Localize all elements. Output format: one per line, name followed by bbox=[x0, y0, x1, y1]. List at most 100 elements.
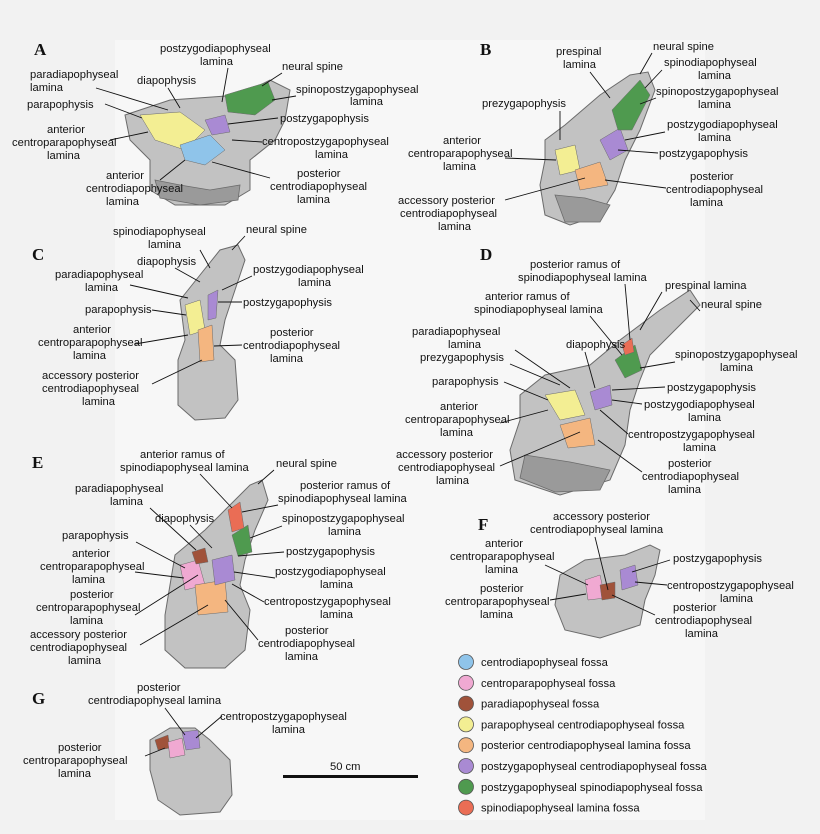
label-e-paradiapophyseal: paradiapophyseal bbox=[75, 483, 163, 495]
label-f-posterior-cprl: posterior bbox=[480, 583, 524, 595]
label-d-anterior-cprl-2: centroparapophyseal bbox=[405, 414, 510, 426]
label-c-anterior-cprl-3: lamina bbox=[73, 350, 107, 362]
label-e-anterior-cprl-3: lamina bbox=[72, 574, 106, 586]
legend-swatch bbox=[458, 799, 474, 816]
label-b-postzygapophysis: postzygapophysis bbox=[659, 148, 748, 160]
label-f-posterior-cprl-3: lamina bbox=[480, 609, 514, 621]
legend-label: spinodiapophyseal lamina fossa bbox=[481, 803, 640, 815]
label-e-posterior-cprl-3: lamina bbox=[70, 615, 104, 627]
label-c-posterior-cdl: posterior bbox=[270, 327, 314, 339]
fossa-c-purple bbox=[207, 289, 219, 321]
legend-label: centrodiapophyseal fossa bbox=[481, 657, 609, 669]
label-f-posterior-cdl-2: centrodiapophyseal bbox=[655, 615, 752, 627]
label-e-paradiapophyseal-2: lamina bbox=[110, 496, 144, 508]
vertebra-f bbox=[554, 544, 661, 639]
label-d-posterior-cdl-3: lamina bbox=[668, 484, 702, 496]
legend-label: parapophyseal centrodiapophyseal fossa bbox=[481, 719, 685, 731]
label-d-neural-spine: neural spine bbox=[701, 299, 762, 311]
panel-letter-e: E bbox=[32, 453, 43, 472]
label-b-posterior-cdl-3: lamina bbox=[690, 197, 724, 209]
legend-label: posterior centrodiapophyseal lamina foss… bbox=[481, 740, 691, 752]
label-a-anterior-cdl-3: lamina bbox=[106, 196, 140, 208]
legend-swatch bbox=[458, 695, 474, 712]
label-d-accessory-2: centrodiapophyseal bbox=[398, 462, 495, 474]
label-c-posterior-cdl-3: lamina bbox=[270, 353, 304, 365]
vertebra-c bbox=[177, 244, 246, 421]
panel-f: F accessory posterior centrodiapophyseal… bbox=[445, 511, 794, 640]
label-a-anterior-cprl: anterior bbox=[47, 124, 85, 136]
label-e-posterior-cdl-3: lamina bbox=[285, 651, 319, 663]
fossa-d-yellow bbox=[544, 389, 586, 421]
label-d-anterior-ramus-2: spinodiapophyseal lamina bbox=[474, 304, 604, 316]
label-a-centropostzygapophyseal: centropostzygapophyseal bbox=[262, 136, 389, 148]
label-a-spinopostzygapophyseal: spinopostzygapophyseal bbox=[296, 84, 419, 96]
label-c-anterior-cprl: anterior bbox=[73, 324, 111, 336]
label-e-posterior-ramus: posterior ramus of bbox=[300, 480, 391, 492]
label-c-accessory-2: centrodiapophyseal bbox=[42, 383, 139, 395]
label-b-prespinal-2: lamina bbox=[563, 59, 597, 71]
label-a-postzygodiapophyseal: postzygodiapophyseal bbox=[160, 43, 271, 55]
panel-letter-b: B bbox=[480, 40, 491, 59]
label-a-anterior-cprl-2: centroparapophyseal bbox=[12, 137, 117, 149]
label-e-anterior-cprl: anterior bbox=[72, 548, 110, 560]
label-a-posterior-cdl: posterior bbox=[297, 168, 341, 180]
label-b-spinopostzygapophyseal: spinopostzygapophyseal bbox=[656, 86, 779, 98]
label-e-accessory-2: centrodiapophyseal bbox=[30, 642, 127, 654]
label-f-postzygapophysis: postzygapophysis bbox=[673, 553, 762, 565]
legend-label: postzygapophyseal centrodiapophyseal fos… bbox=[481, 761, 708, 773]
label-b-posterior-cdl: posterior bbox=[690, 171, 734, 183]
label-d-paradiapophyseal-2: lamina bbox=[448, 339, 482, 351]
panel-letter-f: F bbox=[478, 515, 488, 534]
label-f-posterior-cdl: posterior bbox=[673, 602, 717, 614]
fossa-f-brown bbox=[599, 581, 616, 601]
fossa-c-orange bbox=[197, 324, 215, 363]
label-c-accessory: accessory posterior bbox=[42, 370, 139, 382]
label-e-spinopostzygapophyseal-2: lamina bbox=[328, 526, 362, 538]
label-c-postzygodiapophyseal: postzygodiapophyseal bbox=[253, 264, 364, 276]
label-a-anterior-cdl-2: centrodiapophyseal bbox=[86, 183, 183, 195]
panel-a: A postzygodiapophyseal lamina paradiapop… bbox=[12, 40, 419, 208]
label-d-parapophysis: parapophysis bbox=[432, 376, 499, 388]
label-e-postzygodiapophyseal-2: lamina bbox=[320, 579, 354, 591]
label-b-anterior-cprl: anterior bbox=[443, 135, 481, 147]
label-e-posterior-cprl-2: centroparapophyseal bbox=[36, 602, 141, 614]
label-b-spinodiapophyseal-2: lamina bbox=[698, 70, 732, 82]
label-d-spinopostzygapophyseal-2: lamina bbox=[720, 362, 754, 374]
label-e-postzygodiapophyseal: postzygodiapophyseal bbox=[275, 566, 386, 578]
panel-b: B prespinal lamina neural spine spinodia… bbox=[398, 40, 779, 233]
label-e-anterior-ramus-2: spinodiapophyseal lamina bbox=[120, 462, 250, 474]
fossa-g-purple bbox=[181, 729, 201, 751]
legend-label: postzygapophyseal spinodiapophyseal foss… bbox=[481, 782, 703, 794]
label-d-posterior-ramus-2: spinodiapophyseal lamina bbox=[518, 272, 648, 284]
label-e-posterior-cdl: posterior bbox=[285, 625, 329, 637]
label-c-spinodiapophyseal: spinodiapophyseal bbox=[113, 226, 206, 238]
label-a-paradiapophyseal-2: lamina bbox=[30, 82, 64, 94]
label-f-posterior-cprl-2: centroparapophyseal bbox=[445, 596, 550, 608]
label-a-diapophysis: diapophysis bbox=[137, 75, 196, 87]
label-e-anterior-cprl-2: centroparapophyseal bbox=[40, 561, 145, 573]
label-a-postzygapophysis: postzygapophysis bbox=[280, 113, 369, 125]
fossa-b-purple bbox=[599, 127, 629, 161]
label-f-anterior-cprl: anterior bbox=[485, 538, 523, 550]
label-d-prezygapophysis: prezygapophysis bbox=[420, 352, 504, 364]
label-d-posterior-cdl: posterior bbox=[668, 458, 712, 470]
label-e-parapophysis: parapophysis bbox=[62, 530, 129, 542]
label-a-postzygodiapophyseal-2: lamina bbox=[200, 56, 234, 68]
label-c-postzygapophysis: postzygapophysis bbox=[243, 297, 332, 309]
vertebra-b bbox=[539, 71, 656, 226]
label-d-centropostzygapophyseal-2: lamina bbox=[683, 442, 717, 454]
fossa-e-brown bbox=[191, 547, 209, 565]
label-d-centropostzygapophyseal: centropostzygapophyseal bbox=[628, 429, 755, 441]
label-a-anterior-cprl-3: lamina bbox=[47, 150, 81, 162]
legend-label: paradiapophyseal fossa bbox=[481, 699, 600, 711]
label-g-posterior-cdl: posterior bbox=[137, 682, 181, 694]
label-f-centropostzygapophyseal-2: lamina bbox=[720, 593, 754, 605]
panel-letter-d: D bbox=[480, 245, 492, 264]
label-b-spinopostzygapophyseal-2: lamina bbox=[698, 99, 732, 111]
label-a-posterior-cdl-2: centrodiapophyseal bbox=[270, 181, 367, 193]
vertebra-a bbox=[124, 79, 291, 206]
label-e-postzygapophysis: postzygapophysis bbox=[286, 546, 375, 558]
label-f-posterior-cdl-3: lamina bbox=[685, 628, 719, 640]
label-g-posterior-cprl-2: centroparapophyseal bbox=[23, 755, 128, 767]
label-d-anterior-cprl: anterior bbox=[440, 401, 478, 413]
